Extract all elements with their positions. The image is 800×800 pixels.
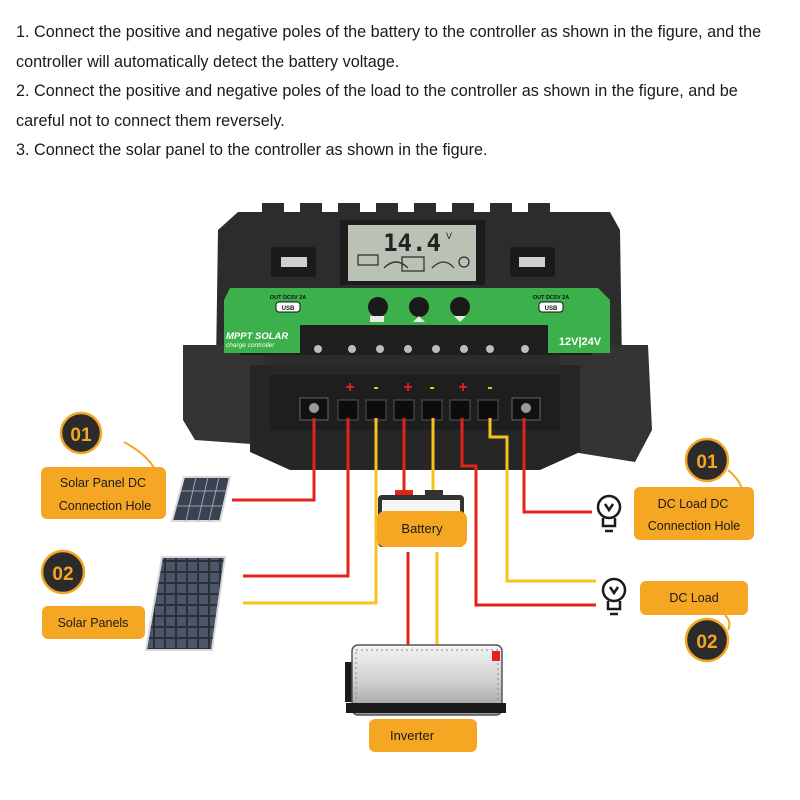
solar-dc-label-1: Solar Panel DC — [60, 476, 146, 490]
lightbulb-icon — [601, 577, 627, 616]
menu-button[interactable] — [368, 297, 388, 317]
instructions: 1. Connect the positive and negative pol… — [16, 18, 786, 166]
usb-badge-right: USB — [545, 306, 558, 312]
wire-load-negative — [488, 418, 596, 583]
inverter: Inverter — [345, 644, 506, 752]
lightbulb-icon — [596, 494, 622, 533]
wire-solar-panel-positive — [243, 418, 350, 578]
solar-panel-icon — [144, 556, 227, 651]
up-arrow-icon — [413, 316, 425, 322]
lcd-unit: V — [446, 231, 452, 241]
right-bracket — [560, 345, 652, 462]
solar-dc-label-2: Connection Hole — [59, 499, 151, 513]
callout-dc-load: DC Load 02 — [601, 577, 748, 663]
voltage-badge: 12V|24V — [559, 336, 602, 348]
brand-line-1: MPPT SOLAR — [226, 331, 288, 342]
lcd-display — [348, 225, 476, 281]
solar-panels-label: Solar Panels — [58, 616, 129, 630]
callout-solar-panels: 02 Solar Panels — [40, 549, 227, 651]
down-button[interactable] — [450, 297, 470, 317]
polarity-4: - — [429, 379, 434, 396]
usb-badge-left: USB — [282, 306, 295, 312]
dc-load-hole-label-2: Connection Hole — [648, 519, 740, 533]
instruction-2: 2. Connect the positive and negative pol… — [16, 82, 738, 130]
dc-load-hole-number: 01 — [696, 452, 718, 473]
dc-load-hole-label-1: DC Load DC — [658, 497, 729, 511]
lcd-voltage: 14.4 — [383, 229, 441, 257]
instruction-1: 1. Connect the positive and negative pol… — [16, 23, 762, 71]
wire-solar-panel-negative — [243, 418, 378, 605]
battery-label: Battery — [401, 521, 443, 536]
instruction-3: 3. Connect the solar panel to the contro… — [16, 141, 488, 159]
polarity-5: + — [458, 379, 467, 396]
polarity-6: - — [487, 379, 492, 396]
inverter-label: Inverter — [390, 728, 435, 743]
brand-line-2: charge controller — [226, 342, 275, 349]
usb-label-left: OUT DC5V 2A — [270, 295, 306, 301]
wire-dc-load-hole — [522, 418, 592, 514]
polarity-3: + — [403, 379, 412, 396]
wire-load-positive — [460, 418, 596, 607]
left-bracket — [183, 345, 265, 445]
polarity-2: - — [373, 379, 378, 396]
small-solar-panel-icon — [170, 476, 232, 522]
callout-solar-dc: 01 Solar Panel DC Connection Hole — [41, 411, 232, 522]
dc-load-label: DC Load — [669, 591, 718, 605]
charge-controller: 14.4 V OUT DC5V 2A USB OUT DC5V 2A USB M… — [183, 203, 652, 470]
terminal-screws — [314, 345, 529, 353]
polarity-1: + — [345, 379, 354, 396]
solar-panels-number: 02 — [52, 564, 73, 585]
solar-dc-number: 01 — [70, 425, 92, 446]
terminal-sockets — [299, 397, 541, 421]
up-button[interactable] — [409, 297, 429, 317]
heat-sink-fins — [262, 203, 550, 213]
lcd-icons — [357, 254, 470, 272]
dc-load-number: 02 — [696, 632, 717, 653]
wires — [232, 418, 596, 645]
wire-solar-dc-hole — [232, 418, 316, 502]
battery: Battery — [377, 490, 467, 547]
down-arrow-icon — [454, 316, 466, 322]
usb-label-right: OUT DC5V 2A — [533, 295, 569, 301]
callout-dc-load-hole: 01 DC Load DC Connection Hole — [596, 437, 754, 540]
